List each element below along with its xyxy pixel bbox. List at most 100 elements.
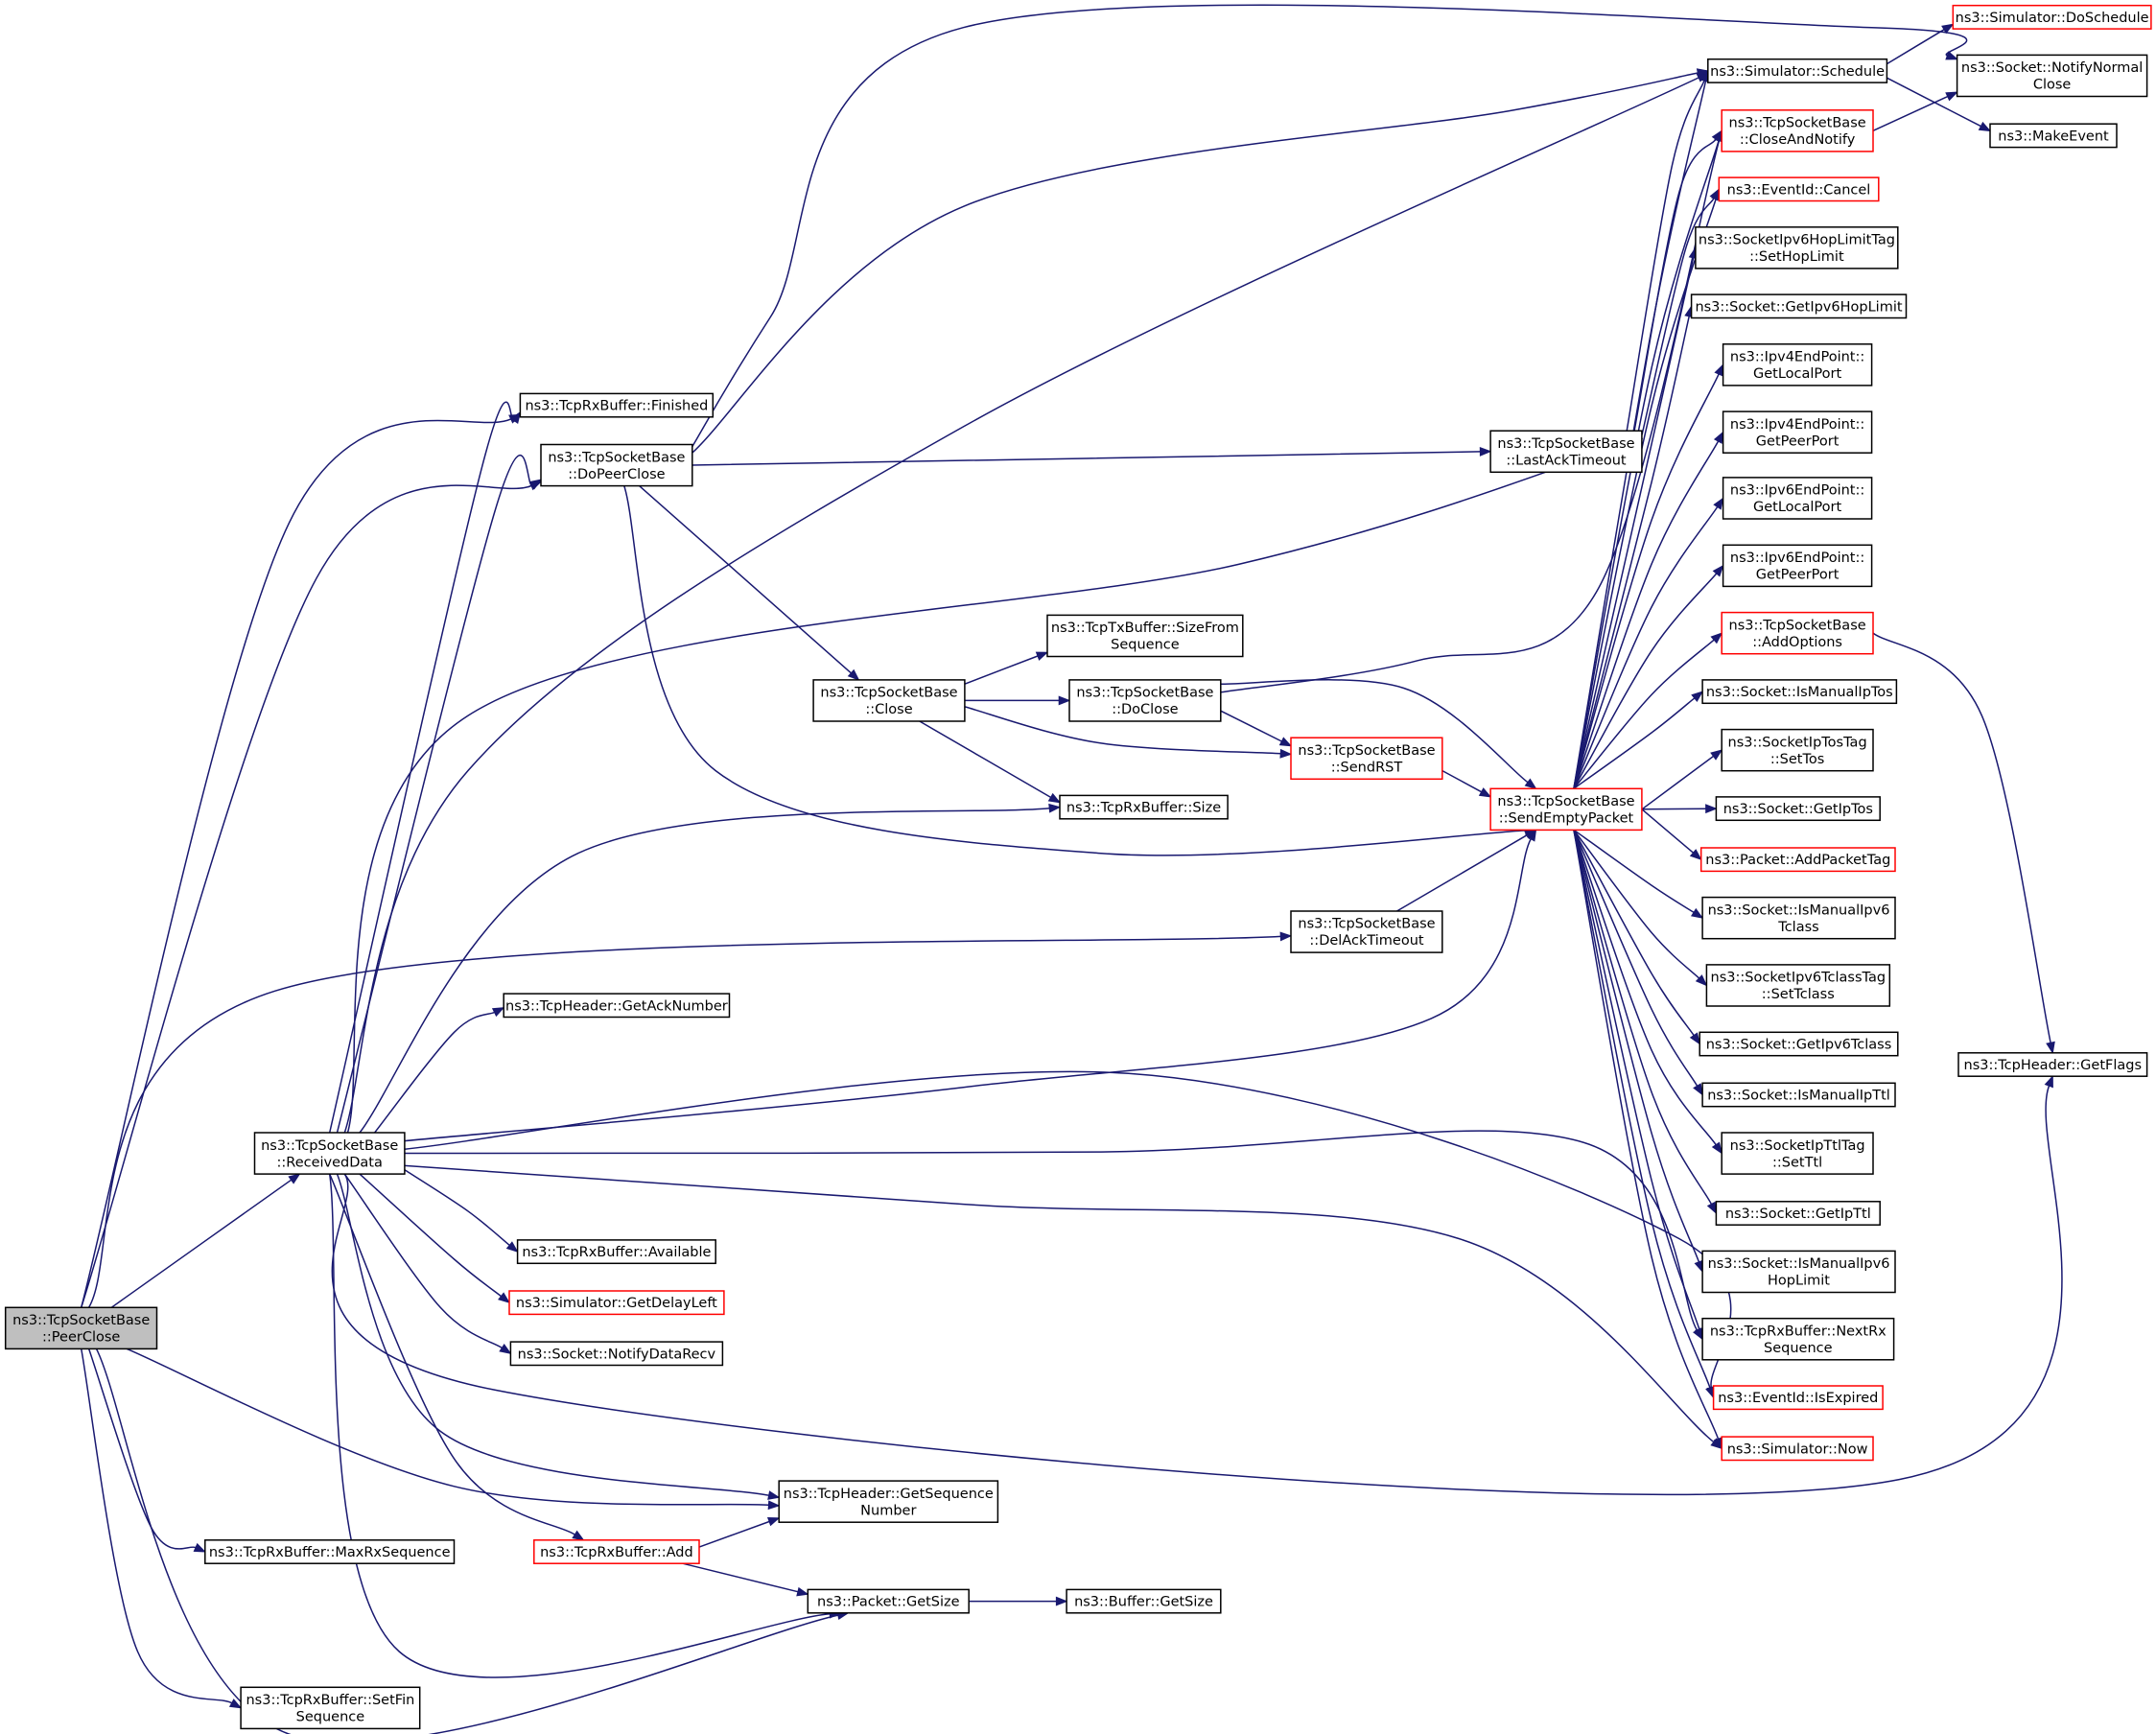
call-edge <box>80 480 543 1308</box>
node-box <box>807 1588 970 1614</box>
call-edge-line <box>1573 440 1720 789</box>
call-edge-line <box>623 485 1526 856</box>
call-edge-line <box>80 484 532 1308</box>
arrowhead-icon <box>1705 804 1718 814</box>
node-label: ::LastAckTimeout <box>1506 453 1627 468</box>
node-box <box>1712 1385 1884 1411</box>
node-getdelayleft[interactable]: ns3::Simulator::GetDelayLeft <box>508 1290 725 1316</box>
node-label: ::ReceivedData <box>277 1155 383 1170</box>
node-delacktimeout[interactable]: ns3::TcpSocketBase::DelAckTimeout <box>1290 910 1443 953</box>
node-sendempty[interactable]: ns3::TcpSocketBase::SendEmptyPacket <box>1489 787 1643 832</box>
node-rxsize[interactable]: ns3::TcpRxBuffer::Size <box>1059 794 1229 820</box>
node-maxrxseq[interactable]: ns3::TcpRxBuffer::MaxRxSequence <box>204 1539 456 1564</box>
call-edge <box>331 1074 2063 1496</box>
call-edge <box>328 401 522 1134</box>
call-edge <box>1573 829 1704 919</box>
node-rxadd[interactable]: ns3::TcpRxBuffer::Add <box>533 1539 700 1564</box>
node-label: ns3::TcpRxBuffer::Size <box>1066 801 1221 816</box>
call-edge <box>1396 829 1537 912</box>
call-edge-line <box>1573 81 1707 789</box>
node-ip4localport[interactable]: ns3::Ipv4EndPoint::GetLocalPort <box>1722 343 1873 387</box>
node-label: ::CloseAndNotify <box>1740 132 1856 148</box>
node-close[interactable]: ns3::TcpSocketBase::Close <box>812 679 966 722</box>
call-edge-line <box>1573 140 1720 789</box>
call-edge-line <box>80 418 512 1308</box>
node-box <box>1046 614 1244 658</box>
node-evcancel[interactable]: ns3::EventId::Cancel <box>1718 176 1880 202</box>
node-settos[interactable]: ns3::SocketIpTosTag::SetTos <box>1721 728 1874 772</box>
call-edge <box>1573 829 1708 987</box>
node-box <box>1701 1317 1895 1361</box>
call-edge <box>1573 830 1722 1155</box>
arrowhead-icon <box>509 410 522 425</box>
call-edge-line <box>110 1179 293 1308</box>
node-ismanualiptos[interactable]: ns3::Socket::IsManualIpTos <box>1701 679 1898 705</box>
node-label: ns3::TcpHeader::GetFlags <box>1964 1058 2142 1073</box>
node-getiptos[interactable]: ns3::Socket::GetIpTos <box>1715 796 1881 822</box>
node-ip6peerport[interactable]: ns3::Ipv6EndPoint::GetPeerPort <box>1722 544 1873 588</box>
node-getipv6hoplimit[interactable]: ns3::Socket::GetIpv6HopLimit <box>1690 293 1908 319</box>
node-simnow[interactable]: ns3::Simulator::Now <box>1721 1436 1874 1462</box>
node-label: ns3::SocketIpTosTag <box>1728 735 1867 750</box>
call-edge <box>1573 129 1723 789</box>
node-box <box>1715 796 1881 822</box>
node-label: ns3::Socket::GetIpTtl <box>1725 1207 1871 1222</box>
node-label: ns3::MakeEvent <box>1998 129 2109 144</box>
node-ismanualipttl[interactable]: ns3::Socket::IsManualIpTtl <box>1701 1082 1896 1108</box>
node-pktgetsize[interactable]: ns3::Packet::GetSize <box>807 1588 970 1614</box>
node-label: ::SetTos <box>1770 752 1824 767</box>
node-lastacktimeout[interactable]: ns3::TcpSocketBase::LastAckTimeout <box>1489 430 1643 474</box>
node-label: ns3::Socket::IsManualIpTtl <box>1707 1089 1890 1104</box>
call-edge-line <box>1220 140 1721 693</box>
node-ip4peerport[interactable]: ns3::Ipv4EndPoint::GetPeerPort <box>1722 410 1873 454</box>
node-box <box>1699 847 1896 873</box>
node-getackno[interactable]: ns3::TcpHeader::GetAckNumber <box>503 993 731 1019</box>
call-edge-line <box>964 655 1039 685</box>
call-edge-line <box>1641 808 1694 854</box>
node-addoptions[interactable]: ns3::TcpSocketBase::AddOptions <box>1721 611 1874 655</box>
call-edge-line <box>691 451 1481 466</box>
node-sendrst[interactable]: ns3::TcpSocketBase::SendRST <box>1290 737 1443 781</box>
node-ip6localport[interactable]: ns3::Ipv6EndPoint::GetLocalPort <box>1722 477 1873 520</box>
node-bufgetsize[interactable]: ns3::Buffer::GetSize <box>1066 1588 1222 1614</box>
call-edge <box>964 706 1293 759</box>
node-getipv6tclass[interactable]: ns3::Socket::GetIpv6Tclass <box>1699 1031 1899 1057</box>
node-getflags[interactable]: ns3::TcpHeader::GetFlags <box>1957 1052 2148 1077</box>
arrowhead-icon <box>499 1344 512 1355</box>
arrowhead-icon <box>767 1500 781 1511</box>
node-isexpired[interactable]: ns3::EventId::IsExpired <box>1712 1385 1884 1411</box>
node-finished[interactable]: ns3::TcpRxBuffer::Finished <box>519 392 715 418</box>
arrowhead-icon <box>767 1490 781 1500</box>
node-sethoplimit[interactable]: ns3::SocketIpv6HopLimitTag::SetHopLimit <box>1695 226 1899 269</box>
node-peerclose[interactable]: ns3::TcpSocketBase::PeerClose <box>4 1306 158 1350</box>
node-addpackettag[interactable]: ns3::Packet::AddPacketTag <box>1699 847 1896 873</box>
node-closenotify[interactable]: ns3::TcpSocketBase::CloseAndNotify <box>1721 109 1874 152</box>
node-notifydatarecv[interactable]: ns3::Socket::NotifyDataRecv <box>509 1341 724 1367</box>
node-doschedule[interactable]: ns3::Simulator::DoSchedule <box>1952 4 2152 30</box>
node-doclose[interactable]: ns3::TcpSocketBase::DoClose <box>1068 679 1222 722</box>
node-settclass[interactable]: ns3::SocketIpv6TclassTag::SetTclass <box>1705 964 1891 1007</box>
call-edge-line <box>80 1348 233 1704</box>
call-edge <box>346 437 1644 1134</box>
node-receiveddata[interactable]: ns3::TcpSocketBase::ReceivedData <box>253 1132 406 1175</box>
call-edge-line <box>343 1173 503 1349</box>
call-edge <box>691 446 1492 466</box>
node-label: Tclass <box>1777 920 1818 935</box>
node-available[interactable]: ns3::TcpRxBuffer::Available <box>516 1239 716 1265</box>
call-edge-line <box>1573 829 1700 979</box>
call-edge <box>1220 679 1537 790</box>
call-edge-line <box>1220 679 1529 784</box>
node-dopeerclose[interactable]: ns3::TcpSocketBase::DoPeerClose <box>540 443 693 487</box>
node-getipttl[interactable]: ns3::Socket::GetIpTtl <box>1715 1201 1881 1226</box>
node-setttl[interactable]: ns3::SocketIpTtlTag::SetTtl <box>1721 1132 1874 1175</box>
node-label: Close <box>2033 78 2072 93</box>
node-schedule[interactable]: ns3::Simulator::Schedule <box>1707 58 1888 83</box>
node-makeevent[interactable]: ns3::MakeEvent <box>1989 123 2118 149</box>
